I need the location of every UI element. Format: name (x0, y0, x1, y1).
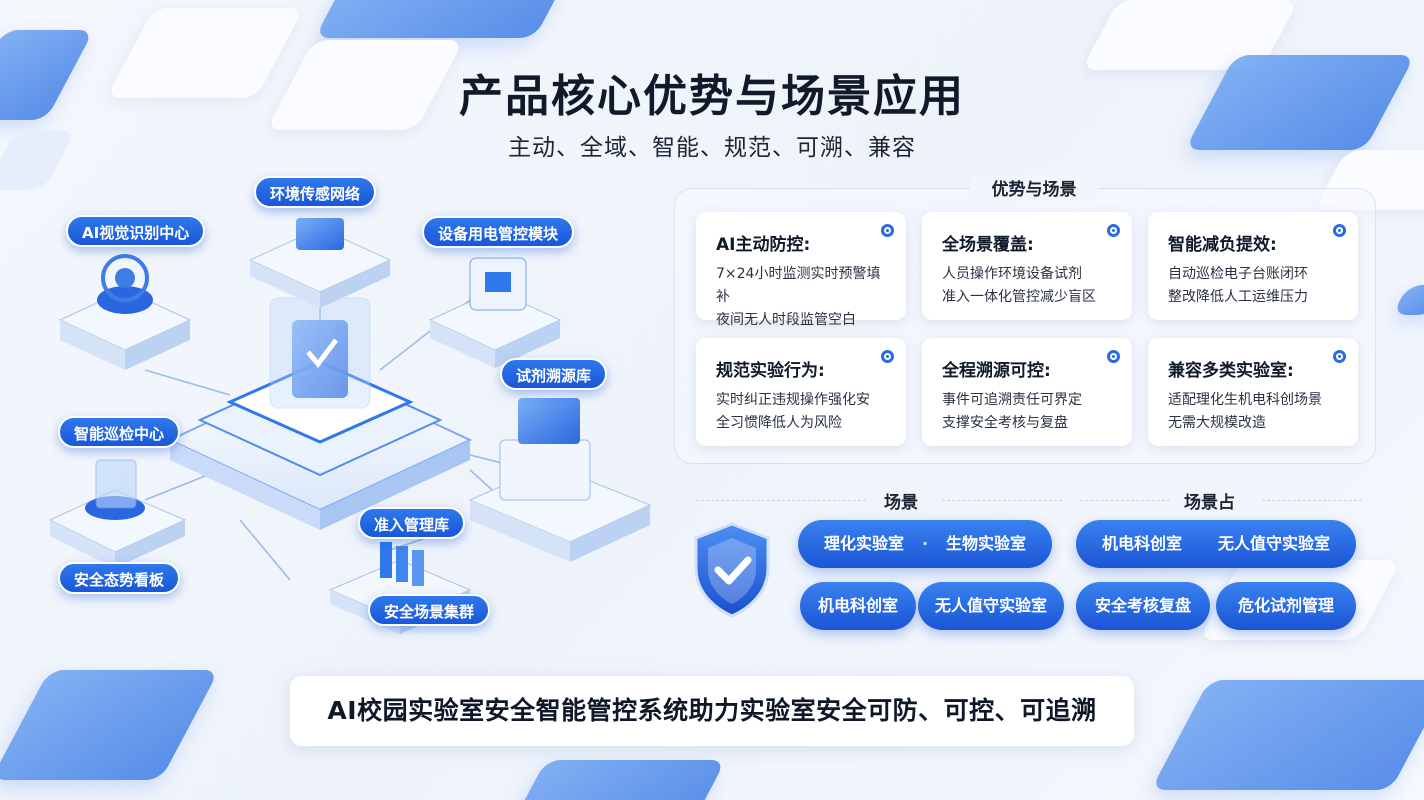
bg-tile (1392, 285, 1424, 315)
advantage-card: 全程溯源可控: 事件可追溯责任可界定 支撑安全考核与复盘 (922, 338, 1132, 446)
label-reagent-trace[interactable]: 试剂溯源库 (500, 358, 608, 390)
divider (942, 500, 1062, 501)
divider (1262, 500, 1362, 501)
advantage-card: AI主动防控: 7×24小时监测实时预警填补 夜间无人时段监管空白 (696, 212, 906, 328)
card-title: 全程溯源可控: (942, 361, 1051, 381)
pin-icon (1333, 350, 1346, 363)
scene-chip[interactable]: 生物实验室 (945, 534, 1026, 553)
scene-chip[interactable]: 无人值守实验室 (918, 582, 1064, 630)
central-hub (167, 297, 473, 530)
bg-tile (0, 670, 220, 780)
scene-chip[interactable]: 安全考核复盘 (1076, 582, 1210, 630)
card-desc: 7×24小时监测实时预警填补 (716, 266, 881, 305)
bg-tile (1150, 680, 1424, 790)
advantage-card: 规范实验行为: 实时纠正违规操作强化安 全习惯降低人为风险 (696, 338, 906, 446)
scene-chip-group[interactable]: 机电科创室 无人值守实验室 (1076, 520, 1356, 568)
scene-label-left: 场景 (884, 493, 918, 513)
scene-chip-group[interactable]: 理化实验室 · 生物实验室 (798, 520, 1052, 568)
smart-patrol-device (48, 459, 187, 568)
bg-tile (514, 760, 726, 800)
label-safety-cluster[interactable]: 安全场景集群 (368, 594, 491, 626)
card-desc: 支撑安全考核与复盘 (942, 415, 1068, 431)
card-desc: 无需大规模改造 (1168, 415, 1266, 431)
card-desc: 全习惯降低人为风险 (716, 415, 842, 431)
system-diagram (48, 218, 652, 634)
advantage-card: 兼容多类实验室: 适配理化生机电科创场景 无需大规模改造 (1148, 338, 1358, 446)
label-power-control[interactable]: 设备用电管控模块 (422, 216, 575, 248)
pin-icon (881, 350, 894, 363)
scene-chip[interactable]: 危化试剂管理 (1216, 582, 1356, 630)
page-subtitle: 主动、全域、智能、规范、可溯、兼容 (508, 135, 916, 161)
label-access-management[interactable]: 准入管理库 (358, 507, 466, 539)
label-ai-vision[interactable]: AI视觉识别中心 (66, 215, 206, 247)
divider (1080, 500, 1170, 501)
pin-icon (1333, 224, 1346, 237)
pin-icon (1107, 350, 1120, 363)
page-title: 产品核心优势与场景应用 (459, 71, 965, 122)
env-sensor-device (248, 218, 392, 308)
card-desc: 实时纠正违规操作强化安 (716, 392, 870, 408)
card-desc: 人员操作环境设备试剂 (942, 266, 1082, 282)
card-title: 兼容多类实验室: (1168, 361, 1294, 381)
card-title: 全场景覆盖: (942, 235, 1034, 255)
shield-check-icon (694, 522, 770, 618)
card-desc: 准入一体化管控减少盲区 (942, 289, 1096, 305)
card-title: 智能减负提效: (1168, 235, 1277, 255)
label-security-dashboard[interactable]: 安全态势看板 (58, 562, 181, 594)
card-desc: 事件可追溯责任可界定 (942, 392, 1082, 408)
card-desc: 自动巡检电子台账闭环 (1168, 266, 1308, 282)
scene-chip[interactable]: 机电科创室 (1102, 534, 1183, 553)
reagent-trace-device (468, 398, 652, 562)
bg-tile (314, 0, 566, 38)
bottom-banner: AI校园实验室安全智能管控系统助力实验室安全可防、可控、可追溯 (290, 676, 1134, 746)
scene-label-right: 场景占 (1184, 493, 1235, 513)
advantage-card: 智能减负提效: 自动巡检电子台账闭环 整改降低人工运维压力 (1148, 212, 1358, 320)
power-control-device (428, 257, 562, 368)
pin-icon (881, 224, 894, 237)
card-title: 规范实验行为: (716, 361, 825, 381)
label-smart-patrol[interactable]: 智能巡检中心 (58, 416, 181, 448)
label-env-sensor[interactable]: 环境传感网络 (254, 176, 377, 208)
panel-title: 优势与场景 (970, 175, 1098, 201)
advantage-card: 全场景覆盖: 人员操作环境设备试剂 准入一体化管控减少盲区 (922, 212, 1132, 320)
card-desc: 适配理化生机电科创场景 (1168, 392, 1322, 408)
divider (696, 500, 866, 501)
card-desc: 夜间无人时段监管空白 (716, 312, 856, 328)
card-desc: 整改降低人工运维压力 (1168, 289, 1308, 305)
pin-icon (1107, 224, 1120, 237)
scene-chip[interactable]: 机电科创室 (800, 582, 916, 630)
card-title: AI主动防控: (716, 235, 811, 255)
ai-vision-device (58, 254, 192, 370)
scene-chip[interactable]: 理化实验室 (824, 534, 905, 553)
separator: · (921, 534, 929, 553)
scene-chip[interactable]: 无人值守实验室 (1217, 534, 1330, 553)
